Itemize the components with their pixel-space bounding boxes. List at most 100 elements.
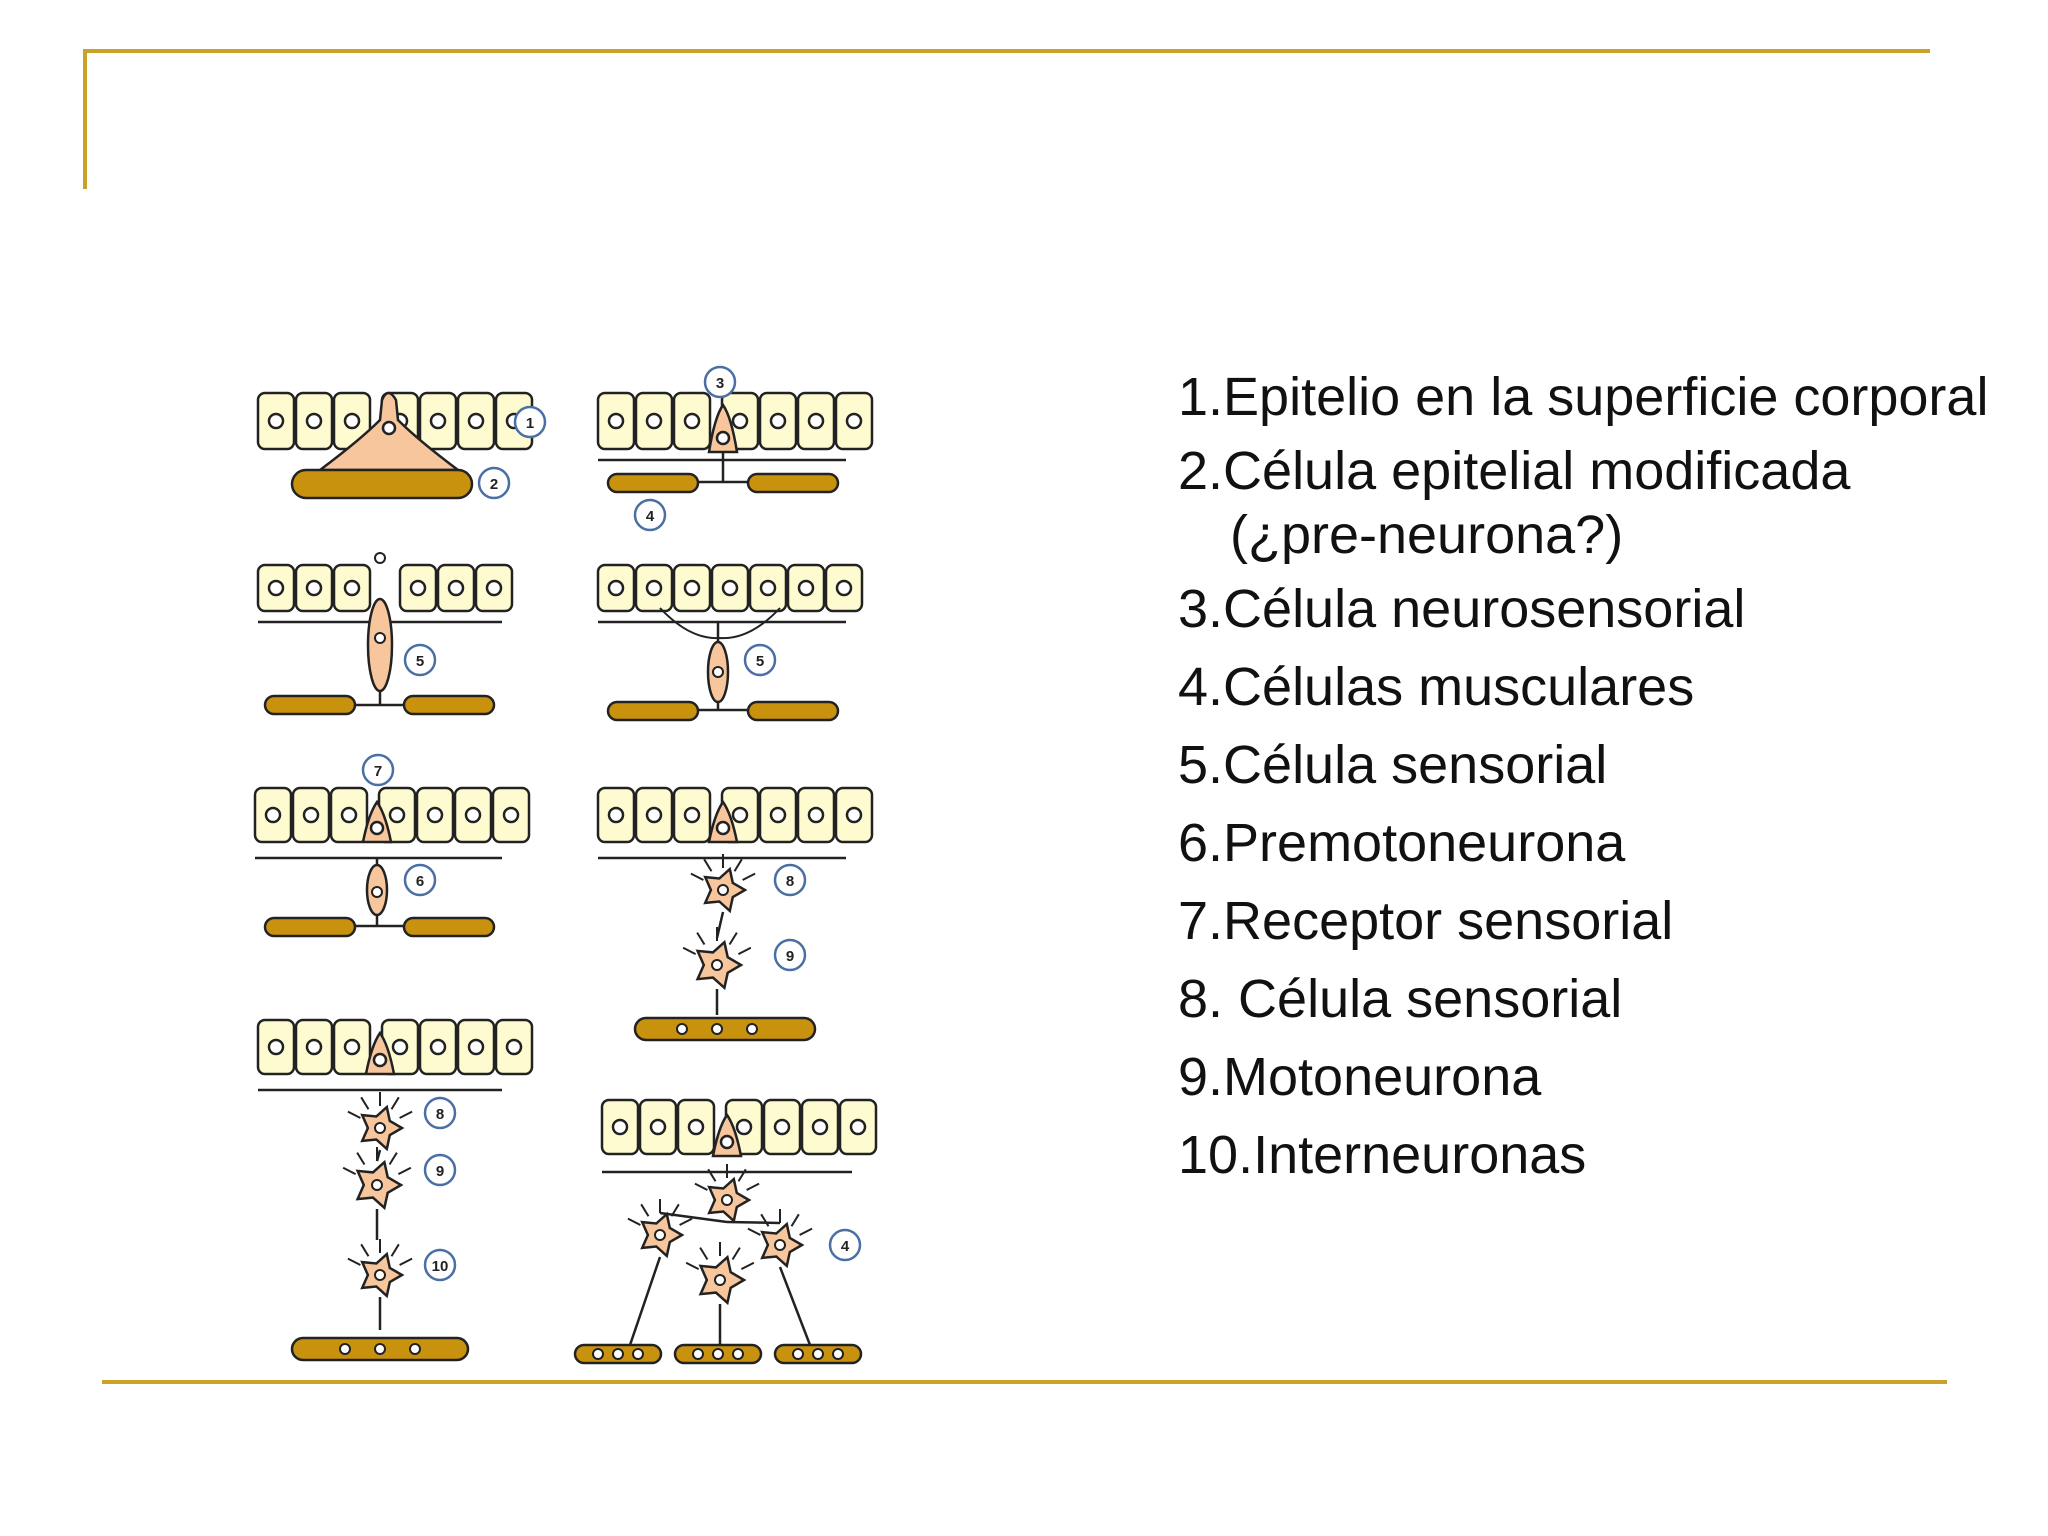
cell-nucleus bbox=[485, 579, 503, 597]
marker-number: 4 bbox=[841, 1238, 850, 1255]
cell-nucleus bbox=[714, 1274, 726, 1286]
dendrite bbox=[397, 1166, 412, 1176]
legend-item-1: 1.Epitelio en la superficie corporal bbox=[1178, 367, 1989, 427]
synaptic-ending bbox=[676, 1023, 688, 1035]
cell-nucleus bbox=[429, 412, 447, 430]
dendrite bbox=[737, 1168, 747, 1182]
cell-nucleus bbox=[797, 579, 815, 597]
frame-left-rule bbox=[83, 49, 87, 189]
marker-number: 1 bbox=[526, 415, 534, 432]
synaptic-ending bbox=[632, 1348, 644, 1360]
dendrite bbox=[694, 1182, 708, 1191]
dendrite bbox=[682, 946, 697, 956]
marker-circle bbox=[703, 365, 737, 399]
marker-circle bbox=[403, 863, 437, 897]
cell-nucleus bbox=[607, 579, 625, 597]
cell-nucleus bbox=[502, 806, 520, 824]
cell-nucleus bbox=[267, 1038, 285, 1056]
cell-nucleus bbox=[774, 1239, 786, 1251]
marker-number: 6 bbox=[416, 873, 424, 890]
cell-nucleus bbox=[683, 806, 701, 824]
cell-nucleus bbox=[374, 1269, 386, 1281]
dendrite bbox=[731, 1247, 741, 1261]
legend-item-8: 8. Célula sensorial bbox=[1178, 969, 1623, 1029]
marker-number: 8 bbox=[436, 1106, 444, 1123]
axon bbox=[628, 1256, 662, 1346]
cell-nucleus bbox=[447, 579, 465, 597]
cell-nucleus bbox=[607, 806, 625, 824]
cell-nucleus bbox=[467, 412, 485, 430]
cell-nucleus bbox=[467, 1038, 485, 1056]
cell-nucleus bbox=[371, 886, 383, 898]
cell-nucleus bbox=[769, 412, 787, 430]
marker-circle bbox=[773, 863, 807, 897]
marker-circle bbox=[423, 1096, 457, 1130]
axon bbox=[659, 1211, 728, 1224]
dendrite bbox=[388, 1152, 398, 1166]
dendrite bbox=[737, 946, 752, 956]
legend-item-4: 4.Células musculares bbox=[1178, 657, 1695, 717]
cell-nucleus bbox=[371, 1179, 383, 1191]
dendrite bbox=[347, 1257, 361, 1266]
synaptic-ending bbox=[592, 1348, 604, 1360]
cell-nucleus bbox=[264, 806, 282, 824]
cell-nucleus bbox=[731, 806, 749, 824]
cell-nucleus bbox=[645, 579, 663, 597]
legend-item-9: 9.Motoneurona bbox=[1178, 1047, 1542, 1107]
cell-nucleus bbox=[645, 806, 663, 824]
marker-number: 10 bbox=[432, 1258, 449, 1275]
dendrite bbox=[740, 1261, 755, 1271]
cell-nucleus bbox=[735, 1118, 753, 1136]
synaptic-ending bbox=[732, 1348, 744, 1360]
dendrite bbox=[679, 1217, 693, 1226]
synaptic-ending bbox=[409, 1343, 421, 1355]
muscle-cell bbox=[402, 916, 496, 938]
cell-nucleus bbox=[607, 412, 625, 430]
cell-nucleus bbox=[759, 579, 777, 597]
cell-nucleus bbox=[717, 884, 729, 896]
cell-nucleus bbox=[711, 959, 723, 971]
marker-circle bbox=[773, 938, 807, 972]
cell-nucleus bbox=[687, 1118, 705, 1136]
synaptic-ending bbox=[812, 1348, 824, 1360]
cell-nucleus bbox=[811, 1118, 829, 1136]
marker-number: 7 bbox=[374, 763, 382, 780]
cell-nucleus bbox=[505, 1038, 523, 1056]
cell-nucleus bbox=[426, 806, 444, 824]
axon bbox=[778, 1266, 812, 1346]
cell-nucleus bbox=[343, 412, 361, 430]
dendrite bbox=[685, 1261, 700, 1271]
muscle-cell bbox=[633, 1016, 817, 1042]
marker-number: 2 bbox=[490, 476, 498, 493]
cell-nucleus bbox=[305, 1038, 323, 1056]
dendrite bbox=[742, 872, 756, 881]
legend-item-6: 6.Premotoneurona bbox=[1178, 813, 1626, 873]
muscle-cell bbox=[606, 472, 700, 494]
synaptic-ending bbox=[712, 1348, 724, 1360]
cell-nucleus bbox=[381, 420, 397, 436]
marker-circle bbox=[361, 753, 395, 787]
cell-nucleus bbox=[807, 806, 825, 824]
dendrite bbox=[399, 1257, 413, 1266]
dendrite bbox=[707, 1168, 717, 1182]
muscle-cell bbox=[606, 700, 700, 722]
cell-nucleus bbox=[388, 806, 406, 824]
cell-nucleus bbox=[369, 820, 385, 836]
dendrite bbox=[746, 1182, 760, 1191]
marker-number: 4 bbox=[646, 508, 655, 525]
cell-nucleus bbox=[719, 1134, 735, 1150]
dendrite bbox=[390, 1243, 400, 1257]
dendrite bbox=[703, 858, 713, 872]
cell-nucleus bbox=[731, 412, 749, 430]
cell-nucleus bbox=[773, 1118, 791, 1136]
cell-nucleus bbox=[654, 1229, 666, 1241]
dendrite bbox=[790, 1213, 800, 1227]
marker-circle bbox=[513, 405, 547, 439]
cell-nucleus bbox=[343, 1038, 361, 1056]
dendrite bbox=[399, 1110, 413, 1119]
marker-number: 8 bbox=[786, 873, 794, 890]
dendrite bbox=[347, 1110, 361, 1119]
cilium-tip bbox=[374, 552, 386, 564]
